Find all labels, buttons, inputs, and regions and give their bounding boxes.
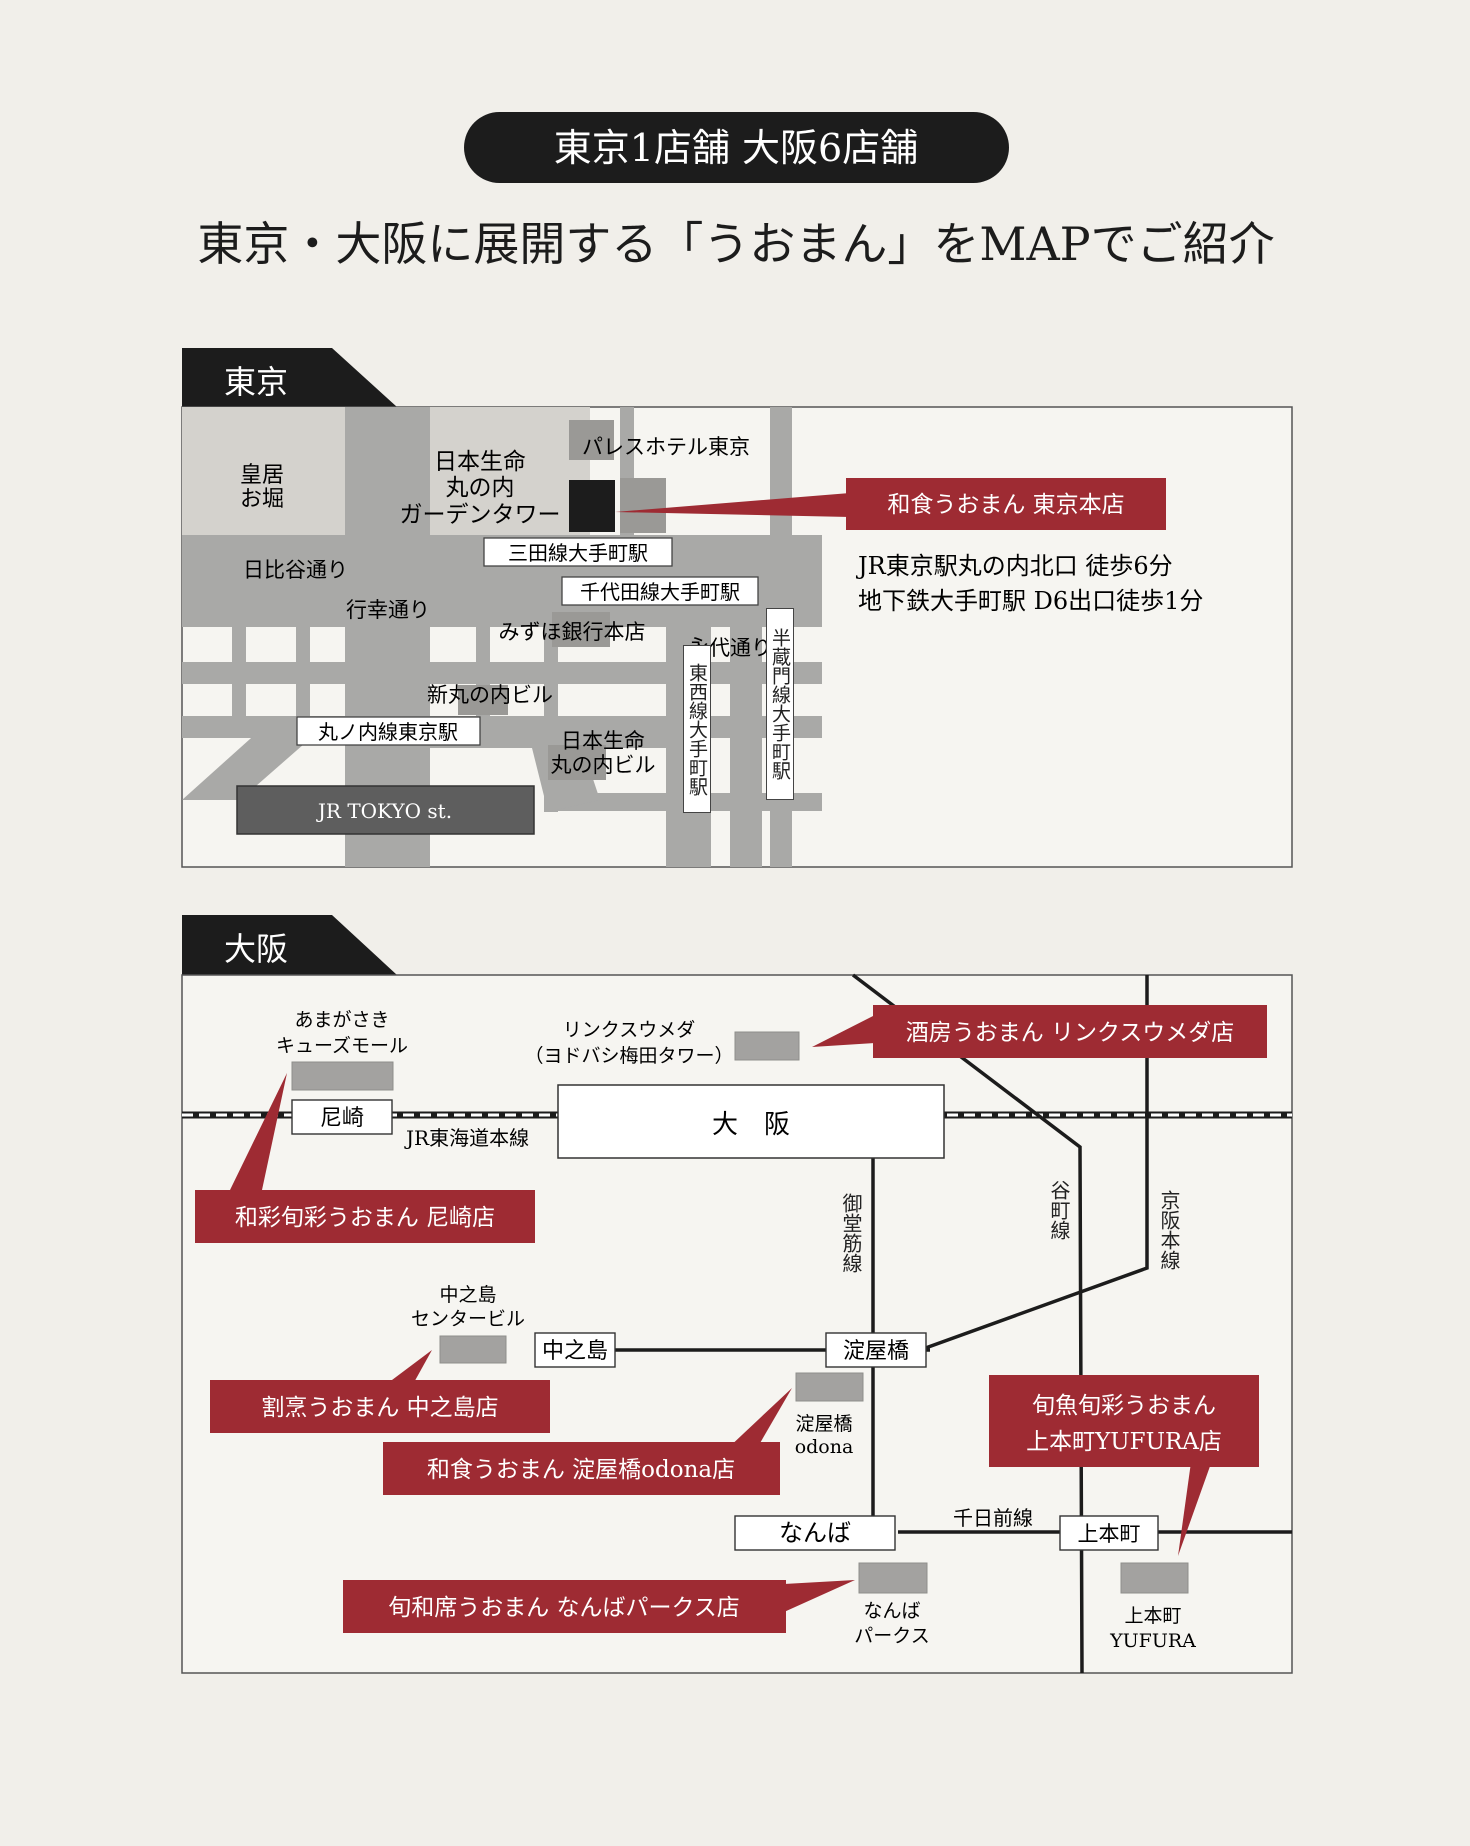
- hanzomon-station-label: 半蔵門線大手町駅: [769, 628, 791, 780]
- uehonmachi-store-1: 旬魚旬彩うおまん: [1032, 1393, 1216, 1419]
- tokyo-tab-label: 東京: [224, 363, 288, 401]
- amagasaki-callout[interactable]: [195, 1190, 535, 1243]
- chiyoda-station-label: 千代田線大手町駅: [580, 580, 740, 604]
- nakanoshima-callout[interactable]: [210, 1380, 550, 1433]
- links-umeda-callout[interactable]: [873, 1005, 1267, 1058]
- yodoyabashi-store: 和食うおまん 淀屋橋odona店: [427, 1457, 735, 1483]
- tokyo-store-callout[interactable]: [846, 478, 1166, 530]
- namba-station-label: なんば: [779, 1519, 851, 1547]
- chiyoda-station-box: [561, 576, 759, 606]
- uehonmachi-station-label: 上本町: [1078, 1522, 1141, 1546]
- palace-hotel-label: パレスホテル東京: [582, 435, 750, 459]
- yodoyabashi-callout[interactable]: [383, 1442, 780, 1495]
- nissei-garden-label-1: 日本生命: [434, 449, 526, 475]
- links-umeda-label-2: （ヨドバシ梅田タワー）: [524, 1045, 733, 1067]
- uehonmachi-yufura-label-2: YUFURA: [1109, 1630, 1196, 1652]
- jr-tokyo-station: [236, 785, 535, 835]
- namba-parks-label-2: パークス: [854, 1625, 929, 1647]
- osaka-station-label: 大 阪: [712, 1110, 790, 1140]
- mizuho-label: みずほ銀行本店: [499, 620, 646, 644]
- nakanoshima-station-label: 中之島: [542, 1339, 608, 1364]
- kokyo-label-2: お堀: [240, 487, 284, 512]
- tokyo-map: 東京: [181, 348, 1293, 868]
- hanzomon-station-box: 半蔵門線大手町駅: [766, 608, 794, 800]
- tokyo-buildings: [458, 420, 666, 780]
- tokyo-access-2: 地下鉄大手町駅 D6出口徒歩1分: [858, 587, 1203, 615]
- osaka-buildings: [291, 1031, 1189, 1594]
- tokyo-tab: [182, 348, 397, 407]
- osaka-map: 大阪 大 阪 尼崎 中之島 淀屋橋 なんば 上本町 JR東海道本線 千日前線: [181, 915, 1293, 1674]
- keihan-label: 京阪本線: [1157, 1190, 1181, 1270]
- nakanoshima-bldg-label-2: センタービル: [411, 1308, 525, 1330]
- marunouchi-station-box: [296, 716, 481, 746]
- page-title: 東京・大阪に展開する「うおまん」をMAPでご紹介: [197, 217, 1274, 271]
- tozai-station-box: 東西線大手町駅: [683, 645, 711, 813]
- tokyo-callout-pointer: [615, 493, 850, 517]
- keihan-label-box: 京阪本線: [1157, 1190, 1181, 1270]
- tokyo-store-name: 和食うおまん 東京本店: [887, 492, 1124, 518]
- namba-station-box: [734, 1515, 896, 1551]
- osaka-tab-label: 大阪: [224, 930, 288, 968]
- uehonmachi-callout[interactable]: [989, 1375, 1259, 1467]
- yodoyabashi-station-label: 淀屋橋: [843, 1339, 909, 1364]
- amagasaki-station-label: 尼崎: [320, 1106, 364, 1131]
- marunouchi-station-label: 丸ノ内線東京駅: [318, 720, 458, 744]
- yodoyabashi-odona-label-2: odona: [795, 1436, 854, 1458]
- links-umeda-store: 酒房うおまん リンクスウメダ店: [906, 1020, 1235, 1046]
- callout-pointers: [230, 1015, 1214, 1612]
- links-umeda-label-1: リンクスウメダ: [563, 1019, 695, 1041]
- midosuji-label-box: 御堂筋線: [839, 1193, 863, 1273]
- gyoko-dori-label: 行幸通り: [346, 598, 430, 622]
- header-pill: [464, 112, 1009, 183]
- nissei-garden-label-3: ガーデンタワー: [400, 502, 561, 528]
- nakanoshima-bldg-label-1: 中之島: [439, 1284, 496, 1306]
- kokyo-label: 皇居: [240, 463, 284, 488]
- tanimachi-label-box: 谷町線: [1047, 1180, 1071, 1240]
- nakanoshima-station-box: [534, 1332, 616, 1368]
- mita-station-label: 三田線大手町駅: [508, 541, 648, 565]
- uehonmachi-store-2: 上本町YUFURA店: [1026, 1429, 1222, 1455]
- yodoyabashi-odona-label-1: 淀屋橋: [795, 1413, 852, 1435]
- tanimachi-label: 谷町線: [1047, 1180, 1071, 1240]
- yodoyabashi-station-box: [825, 1332, 927, 1368]
- namba-parks-label-1: なんば: [863, 1600, 920, 1622]
- midosuji-label: 御堂筋線: [839, 1193, 863, 1273]
- amagasaki-store: 和彩旬彩うおまん 尼崎店: [235, 1205, 495, 1231]
- osaka-station: [557, 1084, 945, 1159]
- tokyo-access-1: JR東京駅丸の内北口 徒歩6分: [855, 552, 1173, 580]
- namba-parks-store: 旬和席うおまん なんばパークス店: [388, 1595, 740, 1621]
- namba-parks-callout[interactable]: [343, 1580, 786, 1633]
- nakanoshima-store: 割烹うおまん 中之島店: [261, 1395, 498, 1421]
- tozai-station-label: 東西線大手町駅: [686, 662, 708, 796]
- nissei-marunouchi-label-1: 日本生命: [561, 729, 645, 753]
- osaka-tab: [182, 915, 397, 975]
- hibiya-dori-label: 日比谷通り: [243, 558, 348, 582]
- shinmaru-label: 新丸の内ビル: [427, 683, 553, 707]
- uoman-tokyo-honten-marker[interactable]: [569, 480, 615, 532]
- amagasaki-station-box: [291, 1099, 393, 1135]
- jr-tokaido-label: JR東海道本線: [404, 1126, 529, 1150]
- uehonmachi-yufura-label-1: 上本町: [1124, 1605, 1181, 1627]
- amagasaki-q-label-1: あまがさき: [294, 1009, 389, 1031]
- uehonmachi-station-box: [1059, 1515, 1159, 1551]
- tokyo-blocks: [182, 407, 590, 535]
- sennichimae-label: 千日前線: [953, 1506, 1033, 1530]
- header-pill-text: 東京1店舗 大阪6店舗: [554, 126, 918, 170]
- jr-tokyo-station-label: JR TOKYO st.: [316, 799, 452, 823]
- amagasaki-q-label-2: キューズモール: [276, 1035, 408, 1057]
- nissei-garden-label-2: 丸の内: [446, 475, 515, 501]
- mita-station-box: [483, 537, 673, 567]
- nissei-marunouchi-label-2: 丸の内ビル: [551, 753, 656, 777]
